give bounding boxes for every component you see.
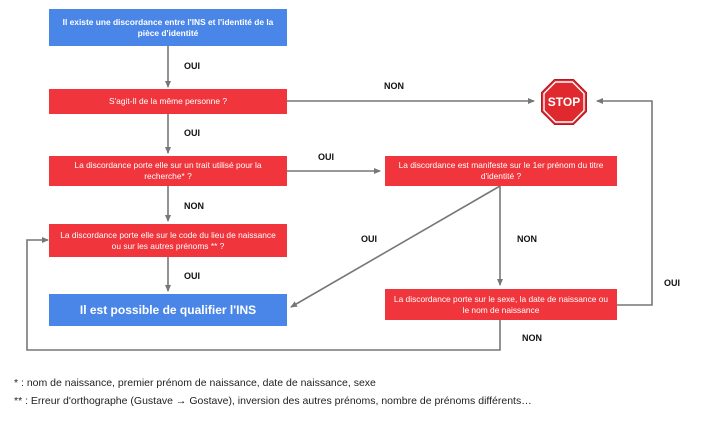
arrow-b4-b6: [290, 185, 501, 308]
box-sex-date-name: La discordance porte sur le sexe, la dat…: [385, 289, 617, 320]
label-oui-2: OUI: [184, 128, 201, 138]
box-birthplace-names: La discordance porte elle sur le code du…: [49, 224, 287, 257]
box-qualify-ins: Il est possible de qualifier l'INS: [49, 294, 287, 326]
stop-label: STOP: [547, 95, 581, 109]
label-non-mid: NON: [184, 201, 204, 211]
label-oui-4: OUI: [361, 234, 378, 244]
label-non-bottom: NON: [522, 333, 542, 343]
box-first-name: La discordance est manifeste sur le 1er …: [385, 156, 617, 186]
label-oui-far: OUI: [664, 278, 681, 288]
box-start: Il existe une discordance entre l'INS et…: [49, 9, 287, 46]
label-non-right: NON: [517, 234, 537, 244]
footnote-1: * : nom de naissance, premier prénom de …: [14, 377, 376, 389]
footnote-2: ** : Erreur d'orthographe (Gustave → Gos…: [14, 395, 532, 407]
label-non-top: NON: [384, 81, 404, 91]
label-oui-1: OUI: [184, 61, 201, 71]
label-oui-5: OUI: [184, 271, 201, 281]
arrow-b7-stop: [596, 98, 653, 306]
box-same-person: S'agit-Il de la même personne ?: [49, 89, 287, 114]
arrow-b7-b5: [26, 237, 501, 351]
stop-sign-icon: [541, 79, 587, 125]
label-oui-3: OUI: [318, 152, 335, 162]
box-search-trait: La discordance porte elle sur un trait u…: [49, 156, 287, 186]
